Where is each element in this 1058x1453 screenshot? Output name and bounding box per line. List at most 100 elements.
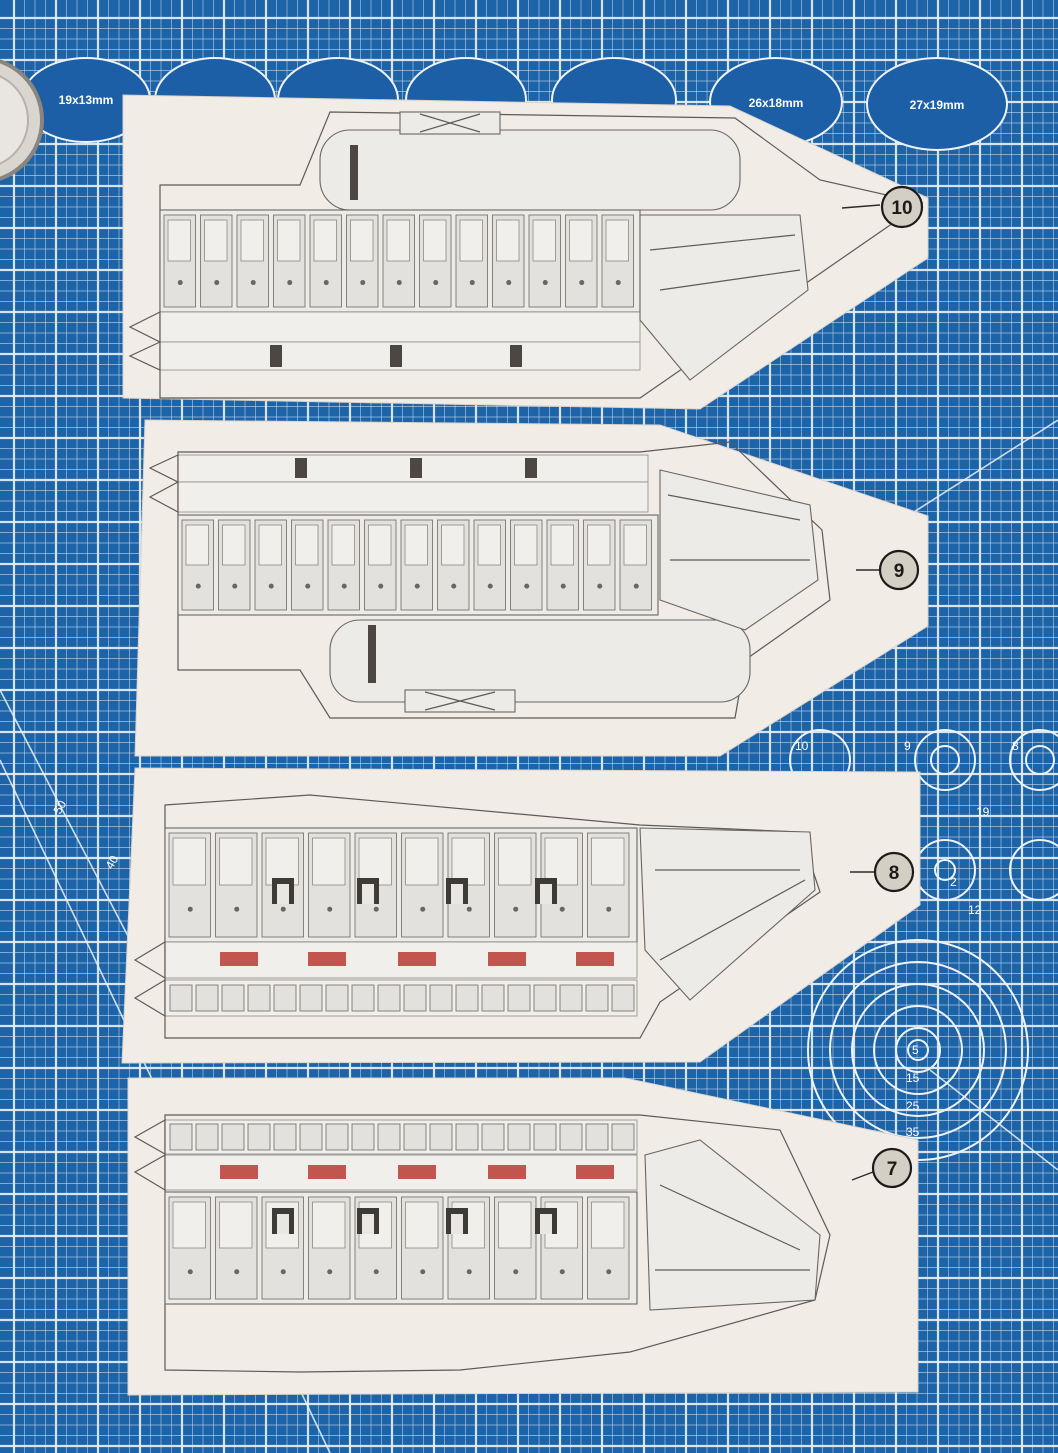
hull-panel — [312, 1201, 346, 1249]
part-number: 7 — [887, 1159, 898, 1180]
hull-panel — [358, 837, 392, 886]
rivet — [234, 906, 240, 912]
strip-boxes — [169, 1123, 635, 1151]
hull-panel — [368, 524, 392, 566]
rivet — [305, 583, 311, 589]
strip-box — [377, 984, 401, 1012]
oval-label: 27x19mm — [910, 98, 965, 112]
rivet — [469, 280, 475, 286]
strip-box — [429, 1123, 453, 1151]
part-number-badge — [873, 851, 915, 893]
rivet — [280, 1269, 286, 1275]
ring-label: 8 — [1012, 739, 1019, 753]
hull-panel — [623, 524, 647, 566]
rivet — [327, 906, 333, 912]
hull-panel — [295, 524, 319, 566]
strip-box — [247, 1123, 271, 1151]
rivet — [214, 280, 220, 286]
rivet — [559, 906, 565, 912]
red-marking — [488, 952, 526, 966]
hull-panel — [265, 837, 299, 886]
rivet — [420, 906, 426, 912]
rivet — [360, 280, 366, 286]
hull-panel — [312, 837, 346, 886]
hull-panel — [498, 1201, 532, 1249]
fuel-tank — [329, 619, 751, 703]
strip-box — [299, 1123, 323, 1151]
panel-row — [168, 832, 630, 938]
red-marking — [398, 952, 436, 966]
ring-label: 50 — [50, 798, 69, 817]
hull-panel — [591, 837, 625, 886]
rivet — [373, 906, 379, 912]
fuel-tank — [319, 129, 741, 211]
strip-box — [169, 984, 193, 1012]
panel-row — [163, 214, 634, 308]
rivet — [633, 583, 639, 589]
rivet — [414, 583, 420, 589]
part-number-badge — [878, 549, 920, 591]
part-number-badge — [880, 185, 924, 229]
hull-panel — [405, 837, 439, 886]
strip-box — [585, 1123, 609, 1151]
rivet — [597, 583, 603, 589]
strip-box — [507, 1123, 531, 1151]
rivet — [341, 583, 347, 589]
hull-panel — [167, 219, 191, 262]
red-markings — [220, 1165, 614, 1179]
red-marking — [576, 952, 614, 966]
hull-panel — [219, 1201, 253, 1249]
parts-sheet-7: 7 — [127, 1077, 919, 1396]
strip — [159, 311, 641, 343]
strip-box — [221, 984, 245, 1012]
rivet — [323, 280, 329, 286]
ring-label: 19 — [976, 805, 990, 819]
nose-panel — [644, 1139, 821, 1311]
rivet — [232, 583, 238, 589]
rivet — [250, 280, 256, 286]
strip-box — [351, 984, 375, 1012]
hull-panel — [591, 1201, 625, 1249]
hatch — [362, 1214, 374, 1234]
strip-box — [481, 984, 505, 1012]
hull-panel — [496, 219, 520, 262]
strip-box — [559, 984, 583, 1012]
strip-box — [169, 1123, 193, 1151]
oval-label: 19x13mm — [59, 93, 114, 107]
hull-panel — [313, 219, 337, 262]
rivet — [513, 1269, 519, 1275]
strip-box — [325, 984, 349, 1012]
red-marking — [220, 1165, 258, 1179]
rivet — [234, 1269, 240, 1275]
strip-box — [455, 1123, 479, 1151]
rivet — [373, 1269, 379, 1275]
part-number: 9 — [894, 561, 905, 582]
rivet — [524, 583, 530, 589]
rivet — [420, 1269, 426, 1275]
strip-box — [559, 1123, 583, 1151]
hatch — [540, 1214, 552, 1234]
mat-rings: 10 9 8 19 2 12 5 15 25 35 50 40 — [50, 729, 1058, 1161]
hull-panel — [172, 1201, 206, 1249]
hull-panel — [569, 219, 593, 262]
hull-panel — [258, 524, 282, 566]
ring-label: 12 — [968, 903, 982, 917]
parts-sheet-9: 9 — [134, 419, 929, 757]
ring-label: 40 — [102, 853, 121, 872]
red-marking — [220, 952, 258, 966]
ring-label: 5 — [912, 1043, 919, 1057]
hull-panel — [498, 837, 532, 886]
hull-panel — [204, 219, 228, 262]
rivet — [542, 280, 548, 286]
strip-box — [611, 984, 635, 1012]
hull-panel — [172, 837, 206, 886]
ring-label: 15 — [906, 1071, 920, 1085]
strip-box — [377, 1123, 401, 1151]
parts-sheet-8: 8 — [121, 767, 921, 1064]
ring-label: 25 — [906, 1099, 920, 1113]
part-number: 10 — [891, 198, 912, 219]
strip-box — [351, 1123, 375, 1151]
rivet — [396, 280, 402, 286]
parts-sheet-10: 10 — [122, 94, 929, 410]
strip-box — [611, 1123, 635, 1151]
